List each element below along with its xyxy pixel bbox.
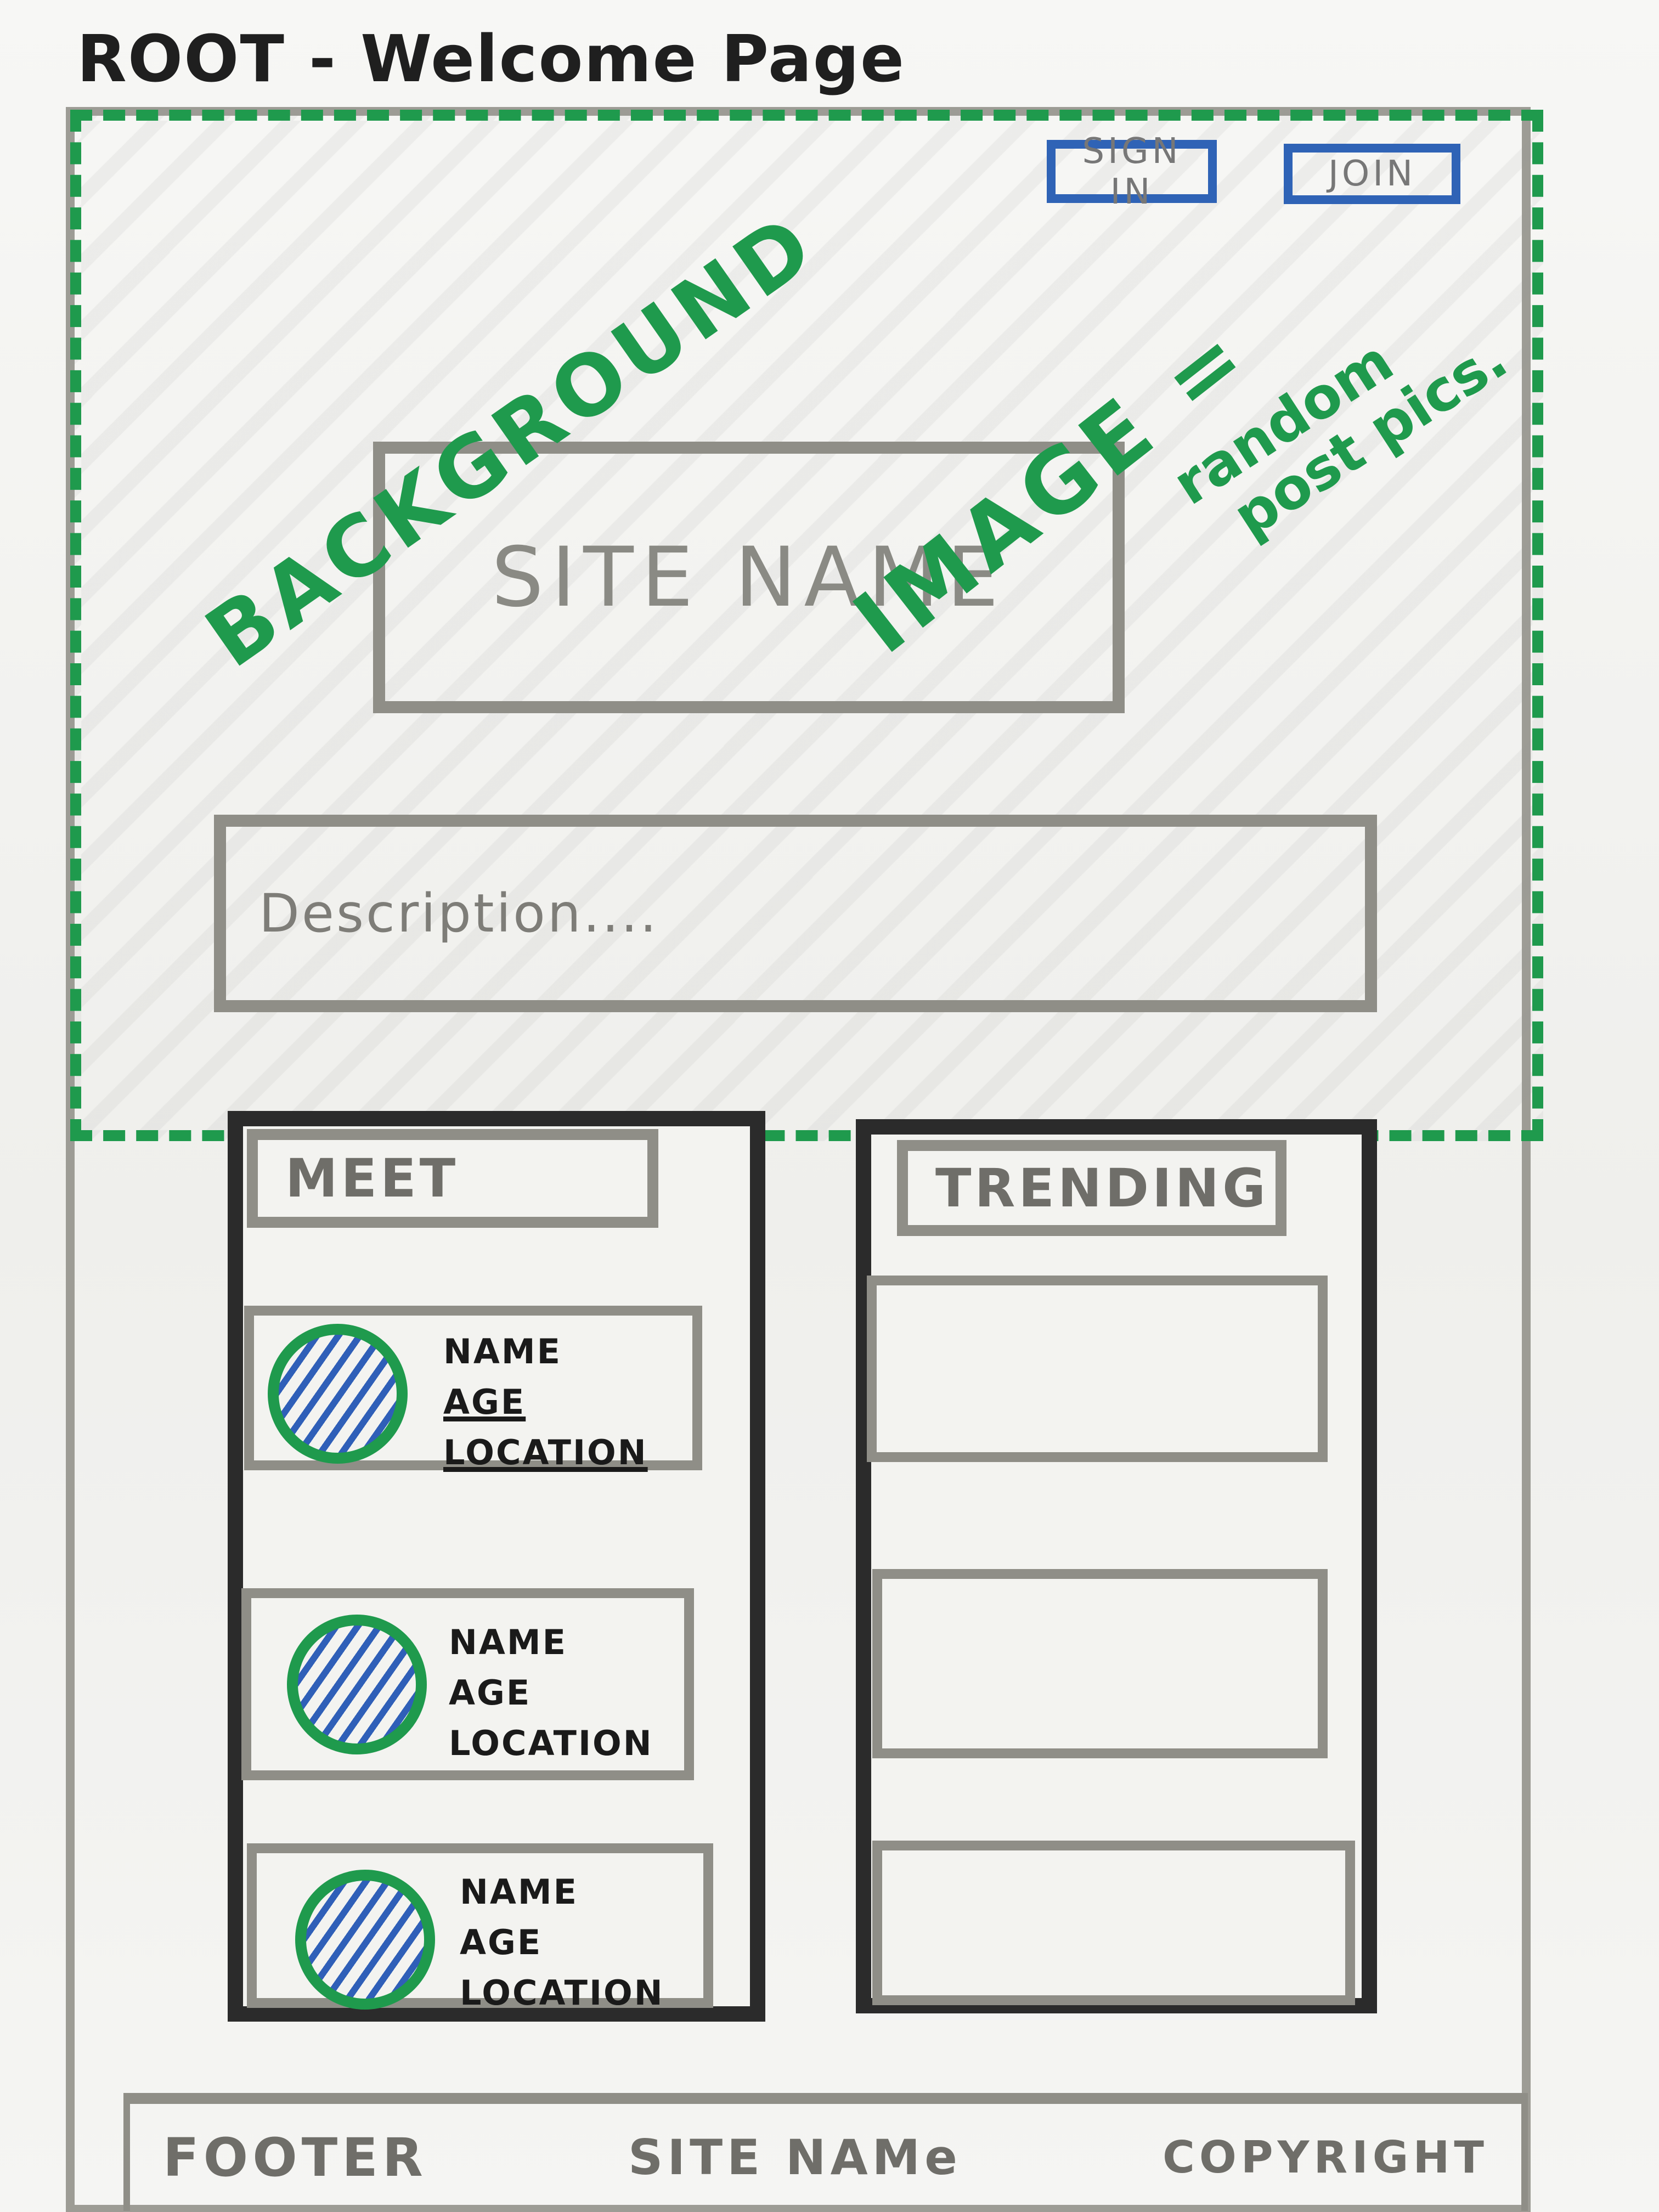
profile-name: NAME xyxy=(460,1872,578,1912)
trending-item[interactable] xyxy=(872,1841,1355,2005)
description-box: Description.... xyxy=(214,815,1377,1012)
profile-age: AGE xyxy=(460,1922,543,1962)
meet-header: MEET xyxy=(247,1129,658,1228)
trending-header: TRENDING xyxy=(897,1140,1286,1236)
profile-name: NAME xyxy=(449,1622,567,1662)
avatar-icon xyxy=(268,1324,408,1464)
profile-details: NAME AGE LOCATION xyxy=(460,1867,664,2018)
profile-details: NAME AGE LOCATION xyxy=(449,1617,653,1769)
profile-card[interactable]: NAME AGE LOCATION xyxy=(247,1843,713,2013)
profile-name: NAME xyxy=(443,1331,562,1372)
trending-item[interactable] xyxy=(872,1569,1328,1758)
footer-copyright: COPYRIGHT xyxy=(1163,2132,1488,2183)
sign-in-button[interactable]: SIGN IN xyxy=(1047,131,1217,212)
site-name-title: SITE NAME xyxy=(373,442,1125,713)
profile-age: AGE xyxy=(443,1382,526,1422)
profile-location: LOCATION xyxy=(443,1432,648,1472)
profile-location: LOCATION xyxy=(449,1723,653,1763)
profile-details: NAME AGE LOCATION xyxy=(443,1327,648,1478)
profile-card[interactable]: NAME AGE LOCATION xyxy=(241,1588,694,1780)
page-label: ROOT - Welcome Page xyxy=(77,21,906,97)
trending-item[interactable] xyxy=(867,1276,1328,1462)
profile-location: LOCATION xyxy=(460,1973,664,2013)
avatar-icon xyxy=(287,1615,427,1754)
avatar-icon xyxy=(295,1870,435,2010)
footer-site-name: SITE NAMe xyxy=(628,2129,962,2186)
profile-card[interactable]: NAME AGE LOCATION xyxy=(244,1306,702,1472)
footer: FOOTER SITE NAMe COPYRIGHT xyxy=(123,2093,1528,2211)
footer-label: FOOTER xyxy=(163,2126,427,2188)
join-button[interactable]: JOIN xyxy=(1284,144,1460,204)
profile-age: AGE xyxy=(449,1673,532,1713)
